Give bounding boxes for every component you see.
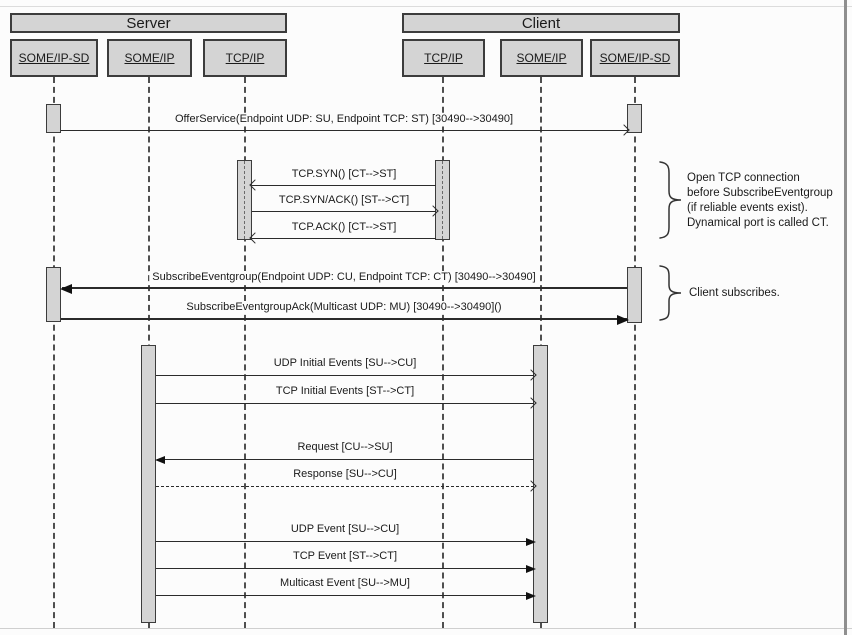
- annotation-line: Client subscribes.: [689, 287, 780, 299]
- arrowhead-left-icon: [155, 456, 165, 464]
- activation-client-tcp: [435, 160, 450, 240]
- message-arrow-request: [155, 456, 534, 464]
- participant-server-someip: SOME/IP: [107, 39, 192, 77]
- participant-label: TCP/IP: [225, 51, 265, 65]
- annotation-line: Open TCP connection: [687, 172, 800, 184]
- annotation-client-subscribes: Client subscribes.: [689, 286, 780, 301]
- participant-label: SOME/IP: [124, 51, 175, 65]
- message-label-tcp-event: TCP Event [ST-->CT]: [289, 550, 401, 563]
- participant-server-tcpip: TCP/IP: [203, 39, 287, 77]
- message-label-subscribe: SubscribeEventgroup(Endpoint UDP: CU, En…: [149, 271, 539, 284]
- lifeline-server-tcpip: [244, 77, 246, 628]
- message-arrow-tcp-event: [156, 565, 536, 573]
- message-arrow-subscribe-ack: [61, 315, 629, 325]
- arrowhead-right-icon: [617, 315, 629, 325]
- lifeline-client-someip-sd: [634, 77, 636, 628]
- participant-label: TCP/IP: [424, 51, 463, 65]
- participant-label: SOME/IP-SD: [599, 51, 671, 65]
- participant-client-someip: SOME/IP: [500, 39, 583, 77]
- message-label-udp-initial: UDP Initial Events [SU-->CU]: [270, 357, 420, 370]
- participant-label: SOME/IP: [516, 51, 567, 65]
- annotation-tcp-connection: Open TCP connection before SubscribeEven…: [687, 171, 833, 231]
- message-label-offerservice: OfferService(Endpoint UDP: SU, Endpoint …: [171, 113, 517, 126]
- message-arrow-tcp-ack: [249, 232, 436, 244]
- activation-client-sd-subscribe: [627, 267, 642, 323]
- message-arrow-tcp-initial: [156, 397, 537, 409]
- message-arrow-tcp-syn: [249, 179, 436, 191]
- message-label-tcp-initial: TCP Initial Events [ST-->CT]: [272, 385, 418, 398]
- message-arrow-offerservice: [61, 124, 630, 136]
- activation-inner-lifeline: [442, 161, 443, 239]
- activation-client-sd-offer: [627, 104, 642, 133]
- activation-server-sd-offer: [46, 104, 61, 133]
- lifeline-client-tcpip: [442, 77, 444, 628]
- arrowhead-right-icon: [526, 538, 536, 546]
- message-arrow-subscribe: [60, 284, 627, 294]
- group-header-server: Server: [10, 13, 287, 33]
- group-label-server: Server: [126, 14, 171, 32]
- top-edge-line: [0, 6, 852, 7]
- message-label-response: Response [SU-->CU]: [290, 468, 400, 481]
- message-arrow-udp-event: [156, 538, 536, 546]
- bottom-edge-line: [0, 628, 852, 629]
- message-label-tcp-syn: TCP.SYN() [CT-->ST]: [288, 168, 400, 181]
- group-label-client: Client: [521, 14, 561, 32]
- participant-client-tcpip: TCP/IP: [402, 39, 485, 77]
- arrowhead-left-icon: [60, 284, 72, 294]
- message-label-udp-event: UDP Event [SU-->CU]: [287, 523, 403, 536]
- message-label-tcp-synack: TCP.SYN/ACK() [ST-->CT]: [275, 194, 413, 207]
- activation-server-sd-subscribe: [46, 267, 61, 322]
- participant-label: SOME/IP-SD: [18, 51, 90, 65]
- message-label-subscribe-ack: SubscribeEventgroupAck(Multicast UDP: MU…: [183, 301, 505, 314]
- annotation-line: Dynamical port is called CT.: [687, 217, 829, 229]
- participant-server-someip-sd: SOME/IP-SD: [10, 39, 98, 77]
- message-arrow-tcp-synack: [252, 205, 439, 217]
- group-header-client: Client: [402, 13, 680, 33]
- message-arrow-response: [156, 480, 537, 492]
- brace-tcp-connection: [659, 161, 682, 239]
- arrowhead-right-icon: [526, 565, 536, 573]
- annotation-line: (if reliable events exist).: [687, 202, 808, 214]
- right-edge-line: [844, 0, 847, 635]
- participant-client-someip-sd: SOME/IP-SD: [590, 39, 680, 77]
- activation-server-tcp: [237, 160, 252, 240]
- message-label-multicast-event: Multicast Event [SU-->MU]: [277, 577, 413, 590]
- message-label-request: Request [CU-->SU]: [294, 441, 396, 454]
- activation-client-someip: [533, 345, 548, 623]
- message-arrow-multicast-event: [156, 592, 536, 600]
- message-label-tcp-ack: TCP.ACK() [CT-->ST]: [288, 221, 400, 234]
- annotation-line: before SubscribeEventgroup: [687, 187, 833, 199]
- message-arrow-udp-initial: [156, 369, 537, 381]
- activation-inner-lifeline: [244, 161, 245, 239]
- brace-client-subscribes: [659, 265, 682, 321]
- arrowhead-right-icon: [526, 592, 536, 600]
- lifeline-server-someip-sd: [53, 77, 55, 628]
- activation-server-someip: [141, 345, 156, 623]
